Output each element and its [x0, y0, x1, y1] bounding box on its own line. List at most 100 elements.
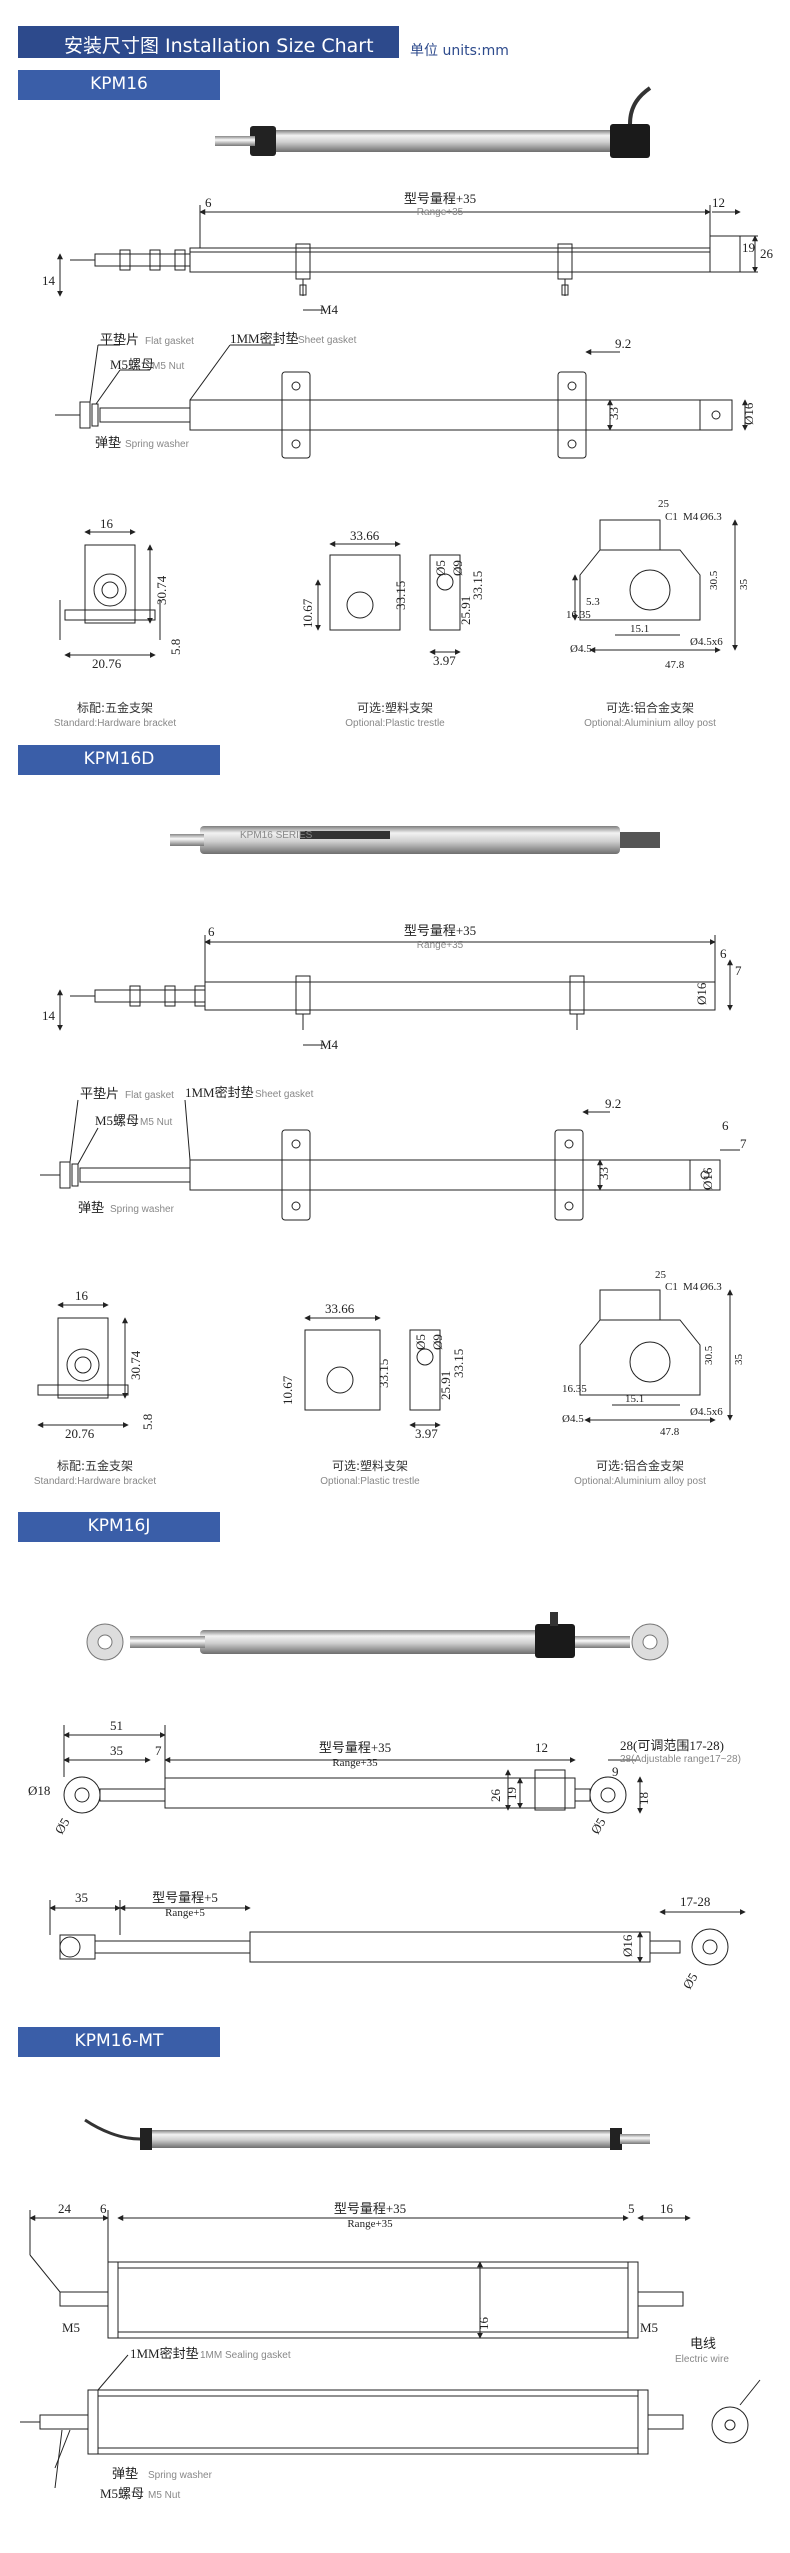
plastic-caption-en: Optional:Plastic trestle [345, 718, 445, 729]
kpm16mt-side-view [29, 2210, 691, 2339]
kpm16-side-view [57, 205, 758, 311]
dim-6: 6 [100, 2201, 107, 2216]
dim-26: 26 [760, 246, 774, 261]
chart-header: 安装尺寸图 Installation Size Chart [18, 26, 399, 58]
adj-range-en: 28(Adjustable range17~28) [620, 1754, 741, 1765]
dim-15-1: 15.1 [625, 1393, 644, 1405]
dim-33: 33 [606, 407, 621, 420]
wire-en: Electric wire [675, 2354, 729, 2365]
kpm16d-aluminium-post [579, 1289, 733, 1423]
dim-o5: Ø5 [433, 560, 448, 576]
dim-9-2: 9.2 [615, 336, 631, 351]
m5-nut-en: M5 Nut [152, 361, 184, 372]
dim-m4b: M4 [683, 1281, 699, 1293]
section-title: KPM16D [83, 749, 155, 769]
dim-3-97: 3.97 [433, 653, 456, 668]
dim-33-15b: 33.15 [451, 1349, 466, 1378]
m5-nut-en: M5 Nut [140, 1117, 172, 1128]
dim-10-67: 10.67 [280, 1375, 295, 1405]
dim-o4-5: Ø4.5 [562, 1413, 584, 1425]
dim-16-35: 16.35 [562, 1383, 587, 1395]
unit-label: 单位 units:mm [410, 43, 509, 59]
dim-o4-5: Ø4.5 [570, 643, 592, 655]
dim-c1: C1 [665, 511, 678, 523]
dim-o16: Ø16 [700, 1167, 715, 1190]
dim-7: 7 [155, 1743, 162, 1758]
dim-25-91: 25.91 [438, 1371, 453, 1400]
alu-caption: 可选:铝合金支架 [596, 1458, 684, 1473]
dim-30-74: 30.74 [128, 1350, 143, 1380]
dim-m4: M4 [320, 1037, 339, 1052]
range-label: 型号量程+35 [319, 1740, 391, 1755]
section-kpm16j-tab: KPM16J [18, 1512, 220, 1542]
kpm16d-plastic-trestle [304, 1315, 441, 1428]
alu-caption-en: Optional:Aluminium alloy post [574, 1476, 706, 1487]
spring-washer-en: Spring washer [125, 439, 190, 450]
dim-16-35: 16.35 [566, 609, 591, 621]
dim-16b: 16 [476, 2317, 491, 2331]
dim-18: 18 [636, 1792, 651, 1805]
sheet-gasket-en: Sheet gasket [255, 1089, 314, 1100]
range-label-en: Range+35 [417, 207, 464, 218]
section-kpm16-tab: KPM16 [18, 70, 220, 100]
dim-o6-3: Ø6.3 [700, 511, 722, 523]
dim-6b: 6 [720, 946, 727, 961]
dim-30-5: 30.5 [708, 570, 720, 590]
range-label-en: Range+35 [347, 2218, 393, 2230]
m5-nut-en: M5 Nut [148, 2490, 180, 2501]
dim-14: 14 [42, 1008, 56, 1023]
range-label: 型号量程+35 [404, 923, 476, 938]
dim-o18: Ø18 [28, 1783, 50, 1798]
dim-6: 6 [208, 924, 215, 939]
sheet-gasket-cn: 1MM密封垫 [230, 331, 299, 346]
range-label: 型号量程+35 [334, 2201, 406, 2216]
kpm16-hardware-bracket [59, 529, 161, 658]
dim-o5: Ø5 [52, 1815, 73, 1836]
spring-washer-cn: 弹垫 [112, 2466, 138, 2481]
kpm16j-product-photo [86, 1612, 669, 1661]
kpm16-top-view [55, 344, 748, 459]
section-kpm16mt-tab: KPM16-MT [18, 2027, 220, 2057]
dim-14: 14 [42, 273, 56, 288]
dim-20-76: 20.76 [65, 1426, 95, 1441]
section-kpm16d-tab: KPM16D [18, 745, 220, 775]
dim-12: 12 [712, 195, 725, 210]
range-label: 型号量程+35 [404, 191, 476, 206]
dim-o16: Ø16 [620, 1934, 635, 1957]
section-title: KPM16J [87, 1516, 151, 1536]
dim-35: 35 [110, 1743, 123, 1758]
sealing-gasket-cn: 1MM密封垫 [130, 2346, 199, 2361]
dim-o9: Ø9 [430, 1334, 445, 1350]
plastic-caption: 可选:塑料支架 [332, 1458, 408, 1473]
dim-33-66: 33.66 [350, 528, 380, 543]
kpm16j-side-view [63, 1725, 643, 1814]
dim-25: 25 [658, 498, 670, 510]
dim-47-8: 47.8 [665, 659, 685, 671]
dim-15-1: 15.1 [630, 623, 649, 635]
flat-gasket-en: Flat gasket [125, 1090, 174, 1101]
dim-7: 7 [740, 1136, 747, 1151]
dim-35: 35 [733, 1354, 745, 1366]
alu-caption: 可选:铝合金支架 [606, 700, 694, 715]
dim-17-28: 17-28 [680, 1894, 710, 1909]
hw-bracket-caption-en: Standard:Hardware bracket [54, 718, 177, 729]
dim-m5b: M5 [640, 2320, 658, 2335]
dim-6: 6 [205, 195, 212, 210]
alu-caption-en: Optional:Aluminium alloy post [584, 718, 716, 729]
header-title: 安装尺寸图 Installation Size Chart [64, 35, 374, 57]
dim-o4-5x6: Ø4.5x6 [690, 636, 723, 648]
kpm16mt-product-photo [84, 2118, 650, 2150]
dim-o5: Ø5 [680, 1970, 701, 1991]
dim-16: 16 [100, 516, 114, 531]
flat-gasket-cn: 平垫片 [100, 332, 139, 347]
dim-5-3: 5.3 [586, 596, 600, 608]
product-label: KPM16 SERIES [240, 830, 313, 841]
kpm16mt-top-view [20, 2354, 761, 2489]
dim-m4b: M4 [683, 511, 699, 523]
dim-o4-5x6: Ø4.5x6 [690, 1406, 723, 1418]
dim-51: 51 [110, 1718, 123, 1733]
spring-washer-cn: 弹垫 [95, 435, 121, 450]
kpm16d-product-photo [170, 826, 660, 854]
m5-nut-cn: M5螺母 [100, 2486, 144, 2501]
m5-nut-cn: M5螺母 [110, 357, 154, 372]
